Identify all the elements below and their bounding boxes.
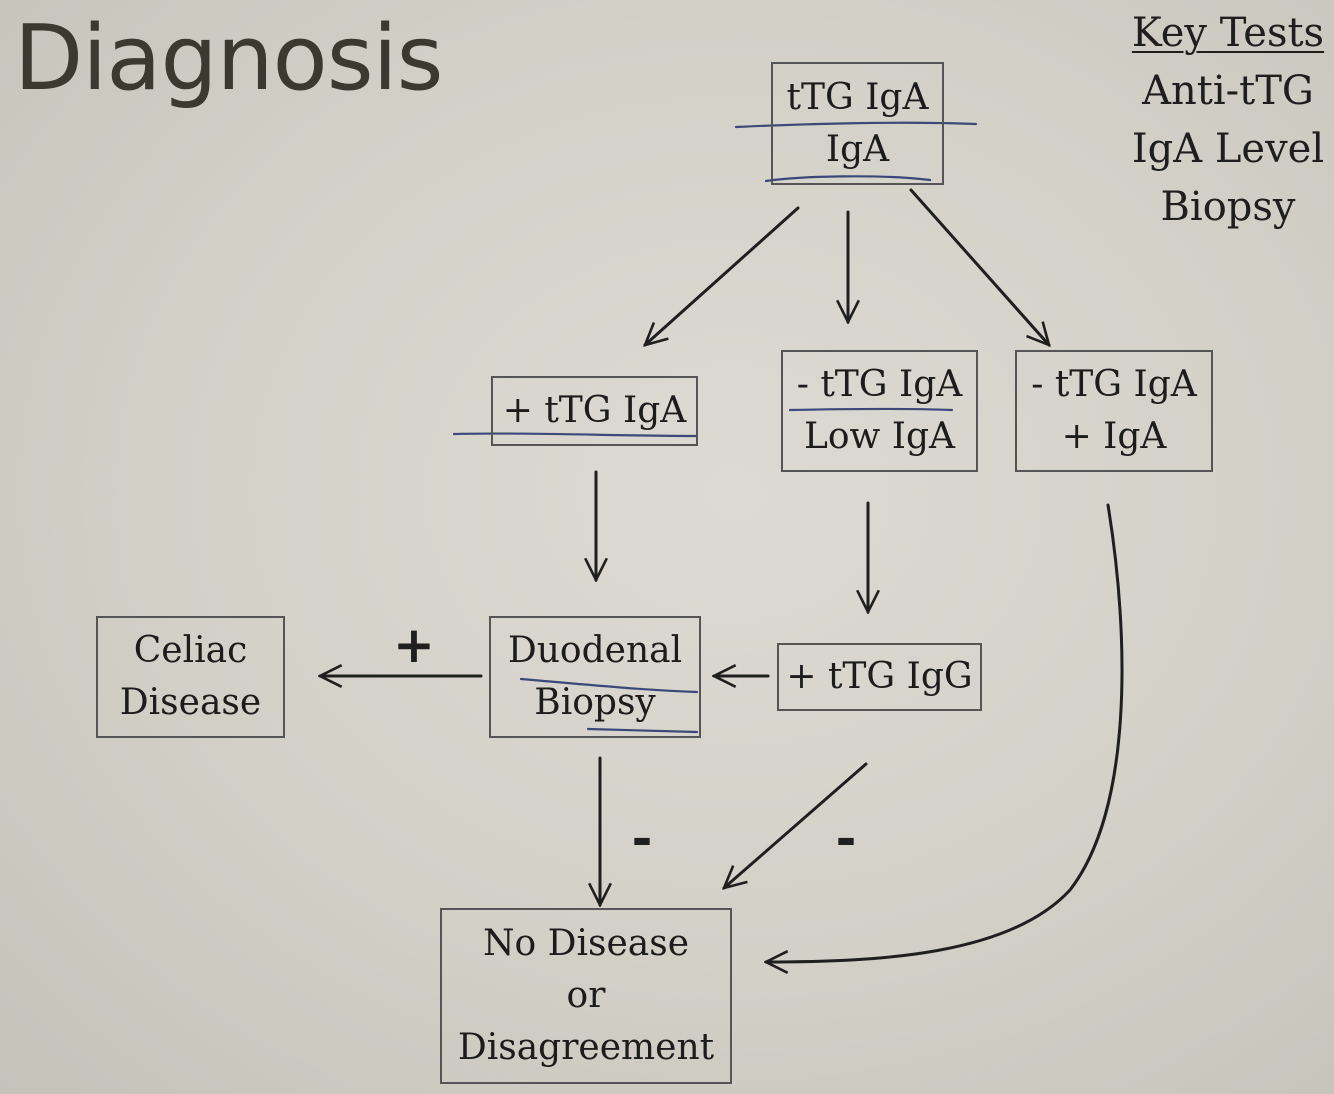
node-line: - tTG IgA: [796, 364, 963, 405]
node-line: Biopsy: [534, 682, 656, 723]
node-duodenal-biopsy: Duodenal Biopsy: [489, 616, 701, 738]
arrow-pos-iga-to-no-disease: [766, 503, 1124, 962]
node-line: + tTG IgA: [502, 390, 687, 431]
node-line: + tTG IgG: [786, 656, 973, 697]
key-test-item: Biopsy: [1160, 184, 1296, 230]
edge-label-positive: +: [393, 616, 435, 674]
node-celiac-disease: Celiac Disease: [96, 616, 285, 738]
node-line: tTG IgA: [786, 76, 929, 118]
ink-annotation-start-underline: [764, 175, 932, 183]
node-line: - tTG IgA: [1031, 364, 1197, 405]
ink-annotation-biopsy-underline: [586, 727, 699, 734]
ink-annotation-low-iga-divider: [788, 407, 954, 412]
key-tests-heading: Key Tests: [1131, 10, 1325, 56]
arrow-igg-to-no-disease: [724, 762, 868, 888]
ink-annotation-positive-underline: [452, 432, 699, 438]
node-line: Duodenal: [507, 630, 683, 671]
edge-label-negative: -: [836, 810, 857, 868]
edge-label-negative: -: [632, 810, 653, 868]
ink-annotation-biopsy-divider: [519, 677, 699, 694]
node-negative-ttg-positive-iga: - tTG IgA + IgA: [1015, 350, 1213, 472]
node-line: No Disease: [482, 923, 689, 964]
page-title: Diagnosis: [14, 6, 443, 111]
node-line: Low IgA: [803, 416, 956, 457]
arrow-start-to-pos-iga: [909, 188, 1049, 345]
node-line: + IgA: [1061, 416, 1167, 457]
node-negative-ttg-low-iga: - tTG IgA Low IgA: [781, 350, 978, 472]
node-positive-ttg-igg: + tTG IgG: [777, 643, 982, 711]
node-line: Disagreement: [457, 1027, 715, 1068]
node-no-disease: No Disease or Disagreement: [440, 908, 732, 1084]
key-tests-panel: Key Tests Anti-tTG IgA Level Biopsy: [1118, 4, 1334, 236]
key-test-item: IgA Level: [1131, 126, 1325, 172]
node-positive-ttg-iga: + tTG IgA: [491, 376, 698, 446]
ink-annotation-start-divider: [734, 121, 978, 129]
node-line: or: [566, 975, 606, 1016]
node-line: IgA: [825, 128, 890, 170]
node-ttg-iga-test: tTG IgA IgA: [771, 62, 944, 185]
key-test-item: Anti-tTG: [1142, 68, 1314, 114]
node-line: Celiac: [133, 630, 248, 671]
node-line: Disease: [119, 682, 262, 723]
arrow-start-to-positive: [645, 206, 800, 345]
